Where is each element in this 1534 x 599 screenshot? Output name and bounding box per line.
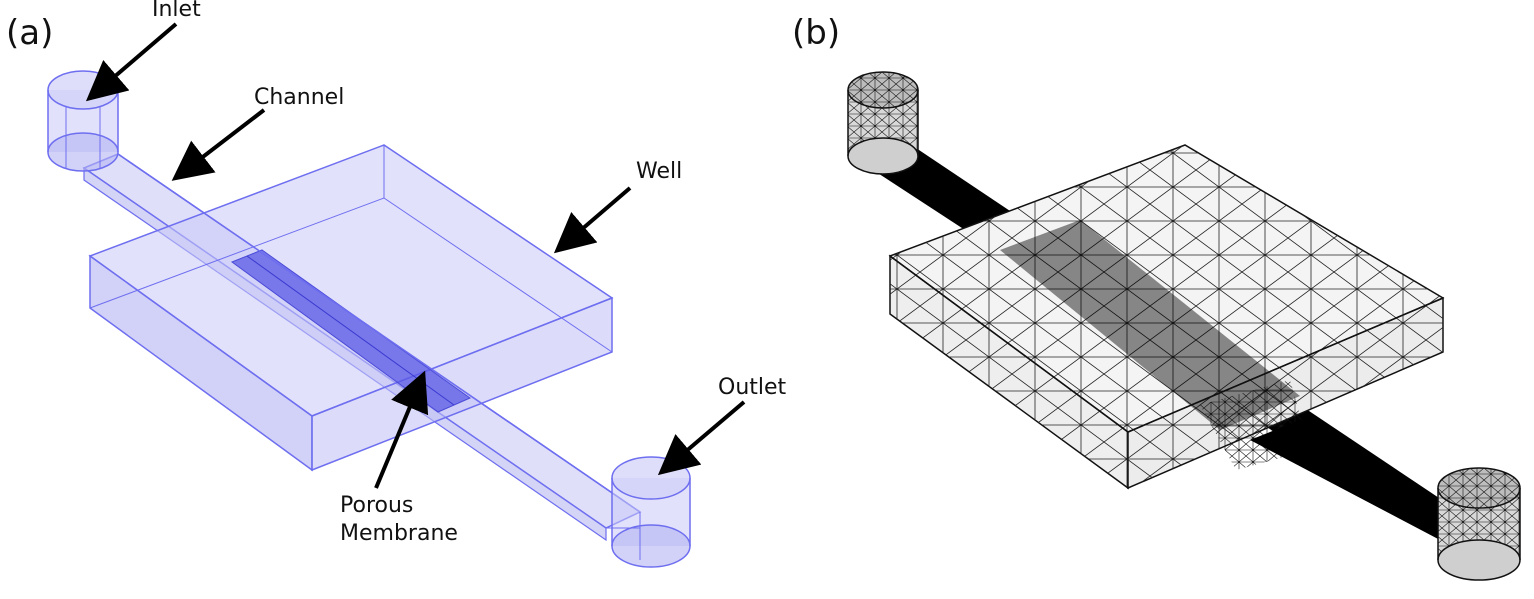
callout-arrows-a — [85, 22, 746, 489]
well-arrow — [553, 186, 632, 254]
inlet-mesh-cylinder-b — [847, 71, 919, 175]
inlet-arrow — [85, 22, 178, 102]
outlet-label: Outlet — [718, 375, 787, 400]
outlet-cylinder-a — [606, 456, 691, 568]
inlet-label: Inlet — [152, 0, 201, 22]
channel-arrow — [171, 108, 266, 181]
membrane-label-line2: Membrane — [340, 521, 458, 546]
channel-mesh-exit-b — [1250, 420, 1472, 540]
inlet-cylinder-a — [47, 70, 119, 172]
outlet-mesh-cylinder-b — [1437, 467, 1521, 581]
channel-label: Channel — [254, 85, 344, 110]
well-label: Well — [636, 159, 682, 184]
membrane-arrow — [374, 370, 429, 489]
well-a — [88, 144, 614, 472]
panel-b: (b) — [792, 13, 1521, 581]
outlet-arrow — [657, 400, 746, 476]
panel-a-label: (a) — [6, 13, 53, 53]
membrane-label-line1: Porous — [340, 493, 413, 518]
panel-b-label: (b) — [792, 13, 840, 53]
channel-edge — [117, 153, 641, 513]
well-mesh-b — [888, 144, 1445, 490]
panel-a: (a) — [6, 0, 787, 568]
